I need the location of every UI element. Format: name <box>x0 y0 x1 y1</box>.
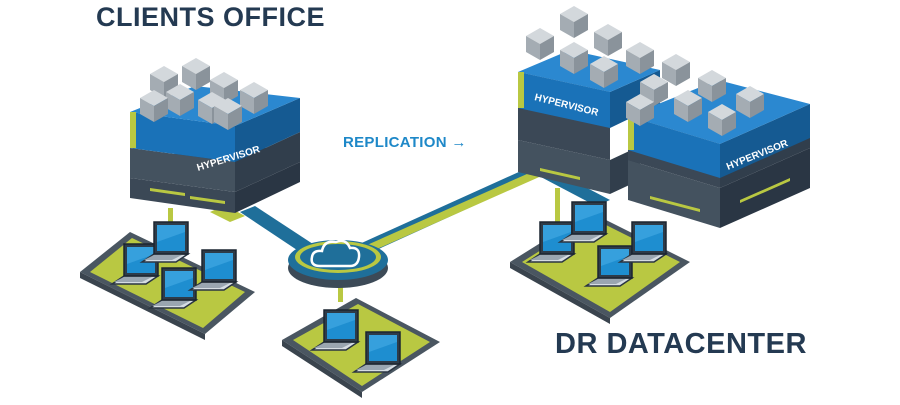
dr-server-back: HYPERVISOR <box>518 50 660 194</box>
cloud-hub <box>288 239 388 288</box>
replication-label: REPLICATION → <box>343 134 467 151</box>
cloud-icon <box>310 239 361 268</box>
dr-datacenter-title: DR DATACENTER <box>555 328 807 360</box>
remote-laptop-platform <box>282 298 440 398</box>
clients-server: HYPERVISOR <box>130 58 300 213</box>
clients-office-title: CLIENTS OFFICE <box>96 2 325 32</box>
dr-server-front: HYPERVISOR <box>628 80 810 228</box>
dr-laptop-platform <box>510 201 690 324</box>
clients-laptop-platform <box>80 221 255 340</box>
